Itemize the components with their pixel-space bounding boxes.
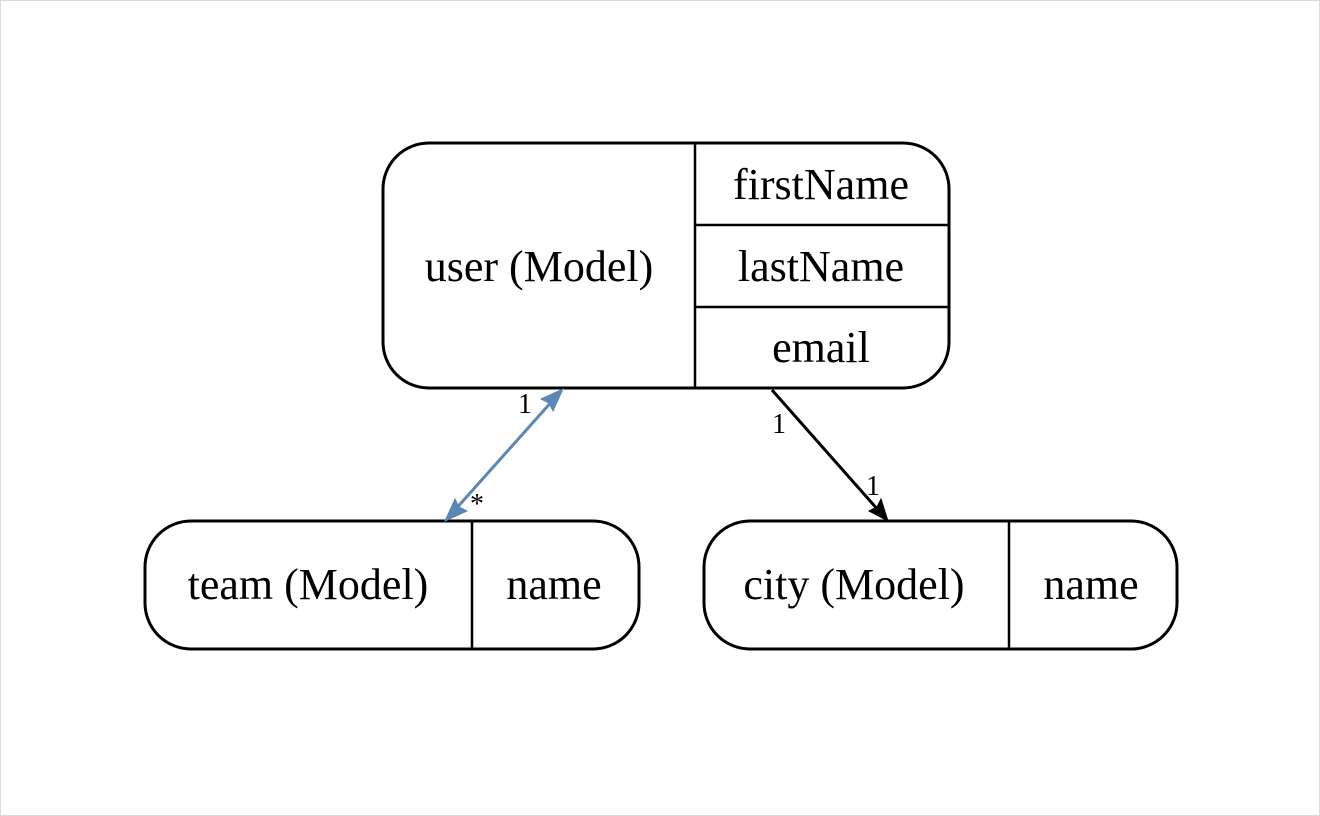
node-city[interactable]: city (Model) name (702, 519, 1179, 651)
edge-user-city-head-label: 1 (866, 471, 880, 502)
node-team-title: team (Model) (188, 560, 429, 609)
node-city-outline (702, 519, 1179, 651)
edge-user-city-arrowhead (867, 497, 889, 523)
edge-user-team-head-label: * (470, 489, 484, 520)
node-user-title: user (Model) (425, 242, 654, 291)
node-user-field-lastname: lastName (738, 242, 904, 291)
edge-user-team-tail-label: 1 (518, 389, 532, 420)
node-user-outline (381, 141, 951, 390)
edge-user-team[interactable]: 1 * (443, 387, 565, 523)
edge-user-city-tail-label: 1 (772, 409, 786, 440)
node-team[interactable]: team (Model) name (143, 519, 641, 651)
edge-user-team-arrowhead-top (539, 387, 565, 413)
node-user-field-firstname: firstName (733, 160, 909, 209)
edge-user-team-arrowhead-bottom (443, 497, 469, 523)
node-city-field-name: name (1043, 560, 1138, 609)
node-team-field-name: name (506, 560, 601, 609)
node-team-outline (143, 519, 641, 651)
node-user-field-email: email (772, 323, 870, 372)
edge-user-city[interactable]: 1 1 (770, 389, 889, 523)
edge-user-city-line (770, 389, 881, 512)
edge-user-team-line (452, 398, 556, 512)
node-user[interactable]: user (Model) firstName lastName email (381, 141, 951, 390)
node-city-title: city (Model) (743, 560, 964, 609)
